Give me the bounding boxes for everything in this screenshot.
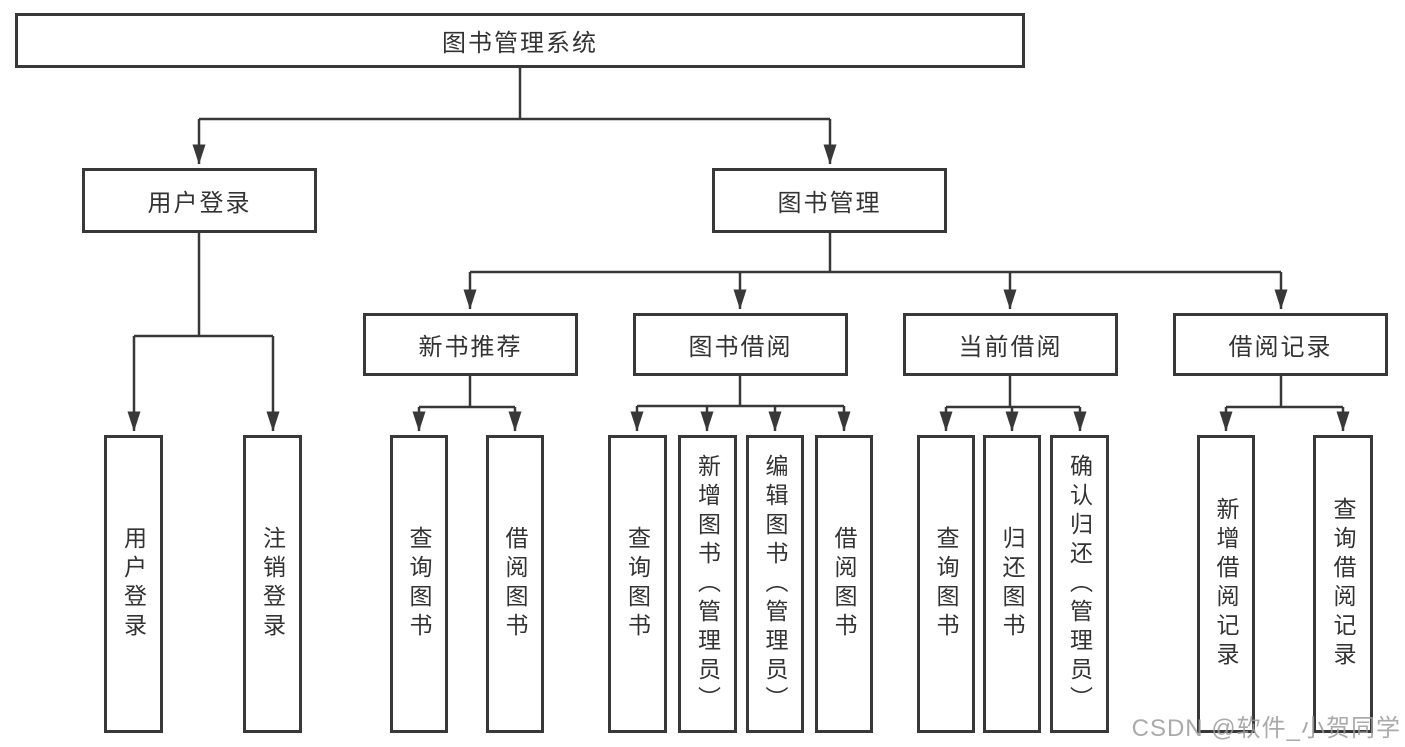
node-label: 新增借阅记录: [1213, 497, 1239, 671]
leaf-query-books-recommend: 查询图书: [390, 435, 448, 733]
node-label: 借阅图书: [502, 526, 528, 642]
leaf-edit-books-admin: 编辑图书（管理员）: [746, 435, 804, 733]
leaf-add-books-admin: 新增图书（管理员）: [678, 435, 737, 733]
node-label: 注销登录: [259, 526, 286, 642]
node-label: 查询图书: [933, 526, 959, 642]
node-label: 图书管理: [777, 190, 882, 217]
leaf-logout: 注销登录: [243, 435, 302, 733]
node-label: 图书借阅: [688, 334, 793, 361]
node-label: 归还图书: [999, 526, 1025, 642]
node-label: 当前借阅: [958, 334, 1063, 361]
node-label: 查询图书: [406, 526, 432, 642]
node-label: 用户登录: [147, 190, 252, 217]
node-label: 查询图书: [624, 526, 651, 642]
node-label: 确认归还（管理员）: [1066, 453, 1093, 715]
csdn-watermark: CSDN @软件_小贺同学: [1131, 715, 1401, 742]
leaf-query-books-borrowing: 查询图书: [608, 435, 667, 733]
leaf-add-borrow-record: 新增借阅记录: [1197, 435, 1255, 733]
leaf-return-books: 归还图书: [983, 435, 1041, 733]
node-label: 借阅图书: [831, 526, 857, 642]
node-label: 借阅记录: [1228, 334, 1333, 361]
node-book-management-module: 图书管理: [712, 168, 947, 233]
leaf-query-borrow-record: 查询借阅记录: [1313, 435, 1373, 733]
node-label: 查询借阅记录: [1330, 497, 1356, 671]
connector-arrows: [127, 119, 1350, 432]
node-current-borrowing: 当前借阅: [903, 313, 1118, 376]
leaf-borrow-books: 借阅图书: [815, 435, 873, 733]
leaf-confirm-return-admin: 确认归还（管理员）: [1050, 435, 1109, 733]
node-label: 用户登录: [120, 526, 147, 642]
node-book-borrowing: 图书借阅: [633, 313, 848, 376]
node-new-book-recommendation: 新书推荐: [363, 313, 578, 376]
leaf-user-login: 用户登录: [104, 435, 163, 733]
node-user-login-module: 用户登录: [82, 168, 317, 233]
node-label: 图书管理系统: [442, 30, 598, 57]
node-root-system: 图书管理系统: [15, 13, 1025, 68]
node-label: 新书推荐: [418, 334, 523, 361]
node-label: 新增图书（管理员）: [694, 453, 721, 715]
leaf-borrow-books-recommend: 借阅图书: [486, 435, 544, 733]
leaf-query-books-current: 查询图书: [917, 435, 975, 733]
node-label: 编辑图书（管理员）: [762, 453, 788, 715]
node-borrowing-records: 借阅记录: [1173, 313, 1388, 376]
